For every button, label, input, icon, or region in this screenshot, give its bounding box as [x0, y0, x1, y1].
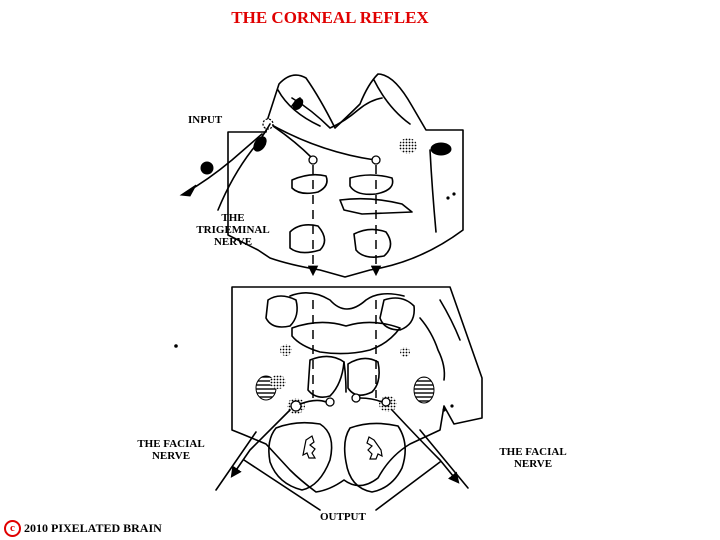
pons-band: [339, 197, 413, 215]
trigeminal-ganglion: [200, 161, 214, 175]
label-facial-nerve-right: THE FACIAL NERVE: [499, 446, 567, 470]
medulla-center-left: [307, 355, 345, 398]
output-bracket-left: [243, 459, 321, 511]
black-nucleus-upper: [430, 142, 452, 156]
fourth-ventricle-lower: [291, 321, 401, 355]
olive-right: [343, 422, 406, 493]
interneuron-left-lower: [325, 397, 335, 407]
interneuron-right-lower: [351, 393, 361, 403]
trigeminal-sensory-nucleus: [262, 118, 274, 130]
label-input: INPUT: [188, 114, 223, 126]
copyright-notice: c 2010 PIXELATED BRAIN: [4, 520, 162, 537]
cp-left: [291, 173, 328, 195]
label-facial-nerve-left: THE FACIAL NERVE: [137, 438, 205, 462]
pons-right-edge: [429, 149, 437, 233]
facial-output-nerves: [215, 409, 469, 511]
striped-nucleus-right: [413, 376, 435, 404]
olive-left: [268, 421, 333, 491]
interneuron-right-upper: [371, 155, 381, 165]
page-title: THE CORNEAL REFLEX: [231, 8, 429, 27]
medulla-lobe-right: [379, 297, 416, 331]
copyright-text: 2010 PIXELATED BRAIN: [24, 521, 162, 535]
label-trigeminal-nerve: THE TRIGEMINAL NERVE: [196, 212, 270, 248]
pons-section: [227, 73, 464, 278]
pyramid-left: [289, 224, 326, 254]
stipple-patch-lower-left: [270, 375, 286, 389]
trigeminal-input-nerve: [179, 123, 271, 211]
input-arrowhead: [179, 184, 197, 197]
interneuron-left-upper: [308, 155, 318, 165]
medulla-ventricle-top: [289, 292, 405, 310]
pons-inner-right: [373, 79, 411, 125]
label-output: OUTPUT: [320, 511, 366, 523]
cp-right: [349, 174, 394, 196]
fourth-ventricle: [291, 97, 383, 129]
pons-inner-left: [277, 89, 321, 127]
medulla-lobe-left: [265, 295, 298, 328]
stipple-patch-left: [280, 344, 292, 356]
trigeminal-tract: [269, 123, 376, 161]
medulla-outline: [231, 286, 483, 493]
stipple-patch-right: [400, 347, 410, 357]
stipple-patch-upper: [399, 138, 417, 154]
copyright-icon: c: [4, 520, 21, 537]
medulla-section: [174, 286, 483, 493]
pons-outline: [227, 73, 464, 278]
pyramid-right: [353, 228, 392, 258]
medulla-center-right: [347, 357, 380, 396]
output-bracket-right: [375, 461, 441, 511]
